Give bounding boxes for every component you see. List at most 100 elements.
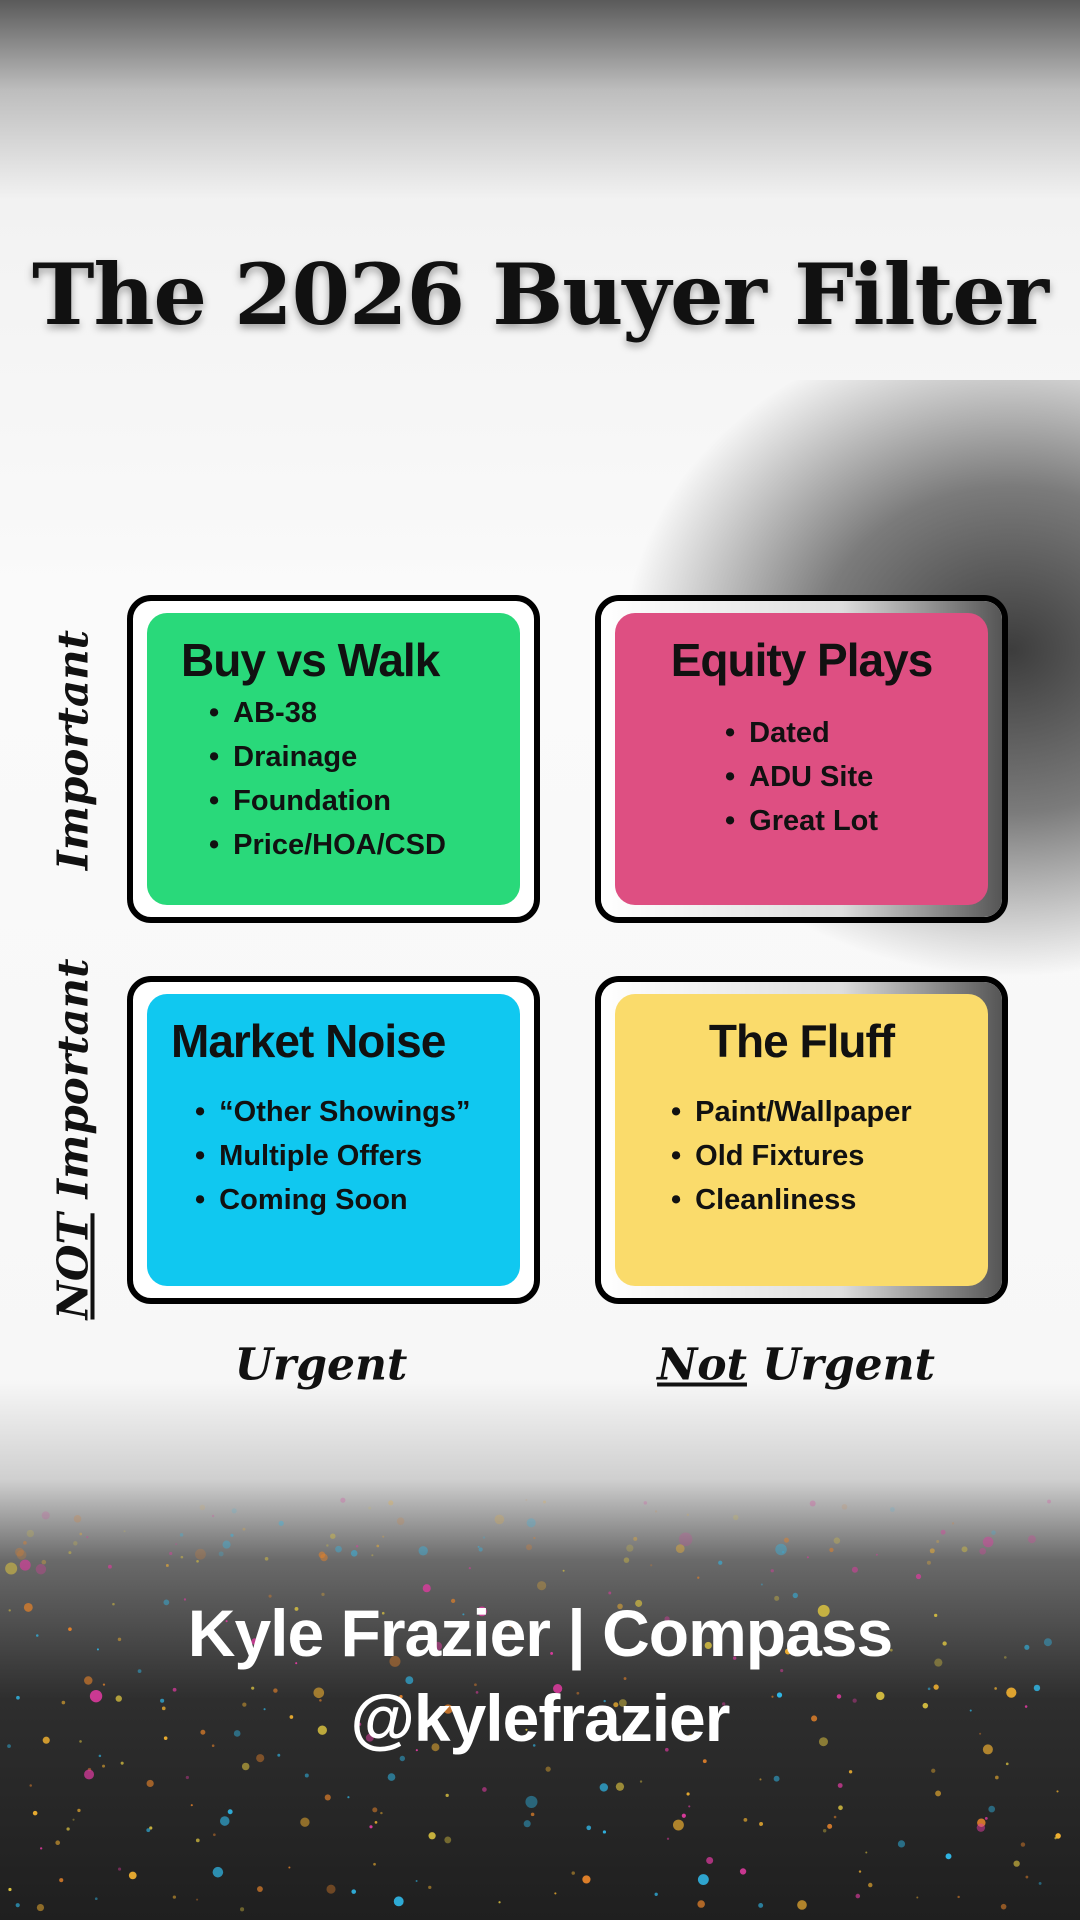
confetti-dot <box>55 1840 61 1846</box>
confetti-dot <box>5 1562 18 1575</box>
confetti-dot <box>161 1706 166 1711</box>
confetti-dot <box>933 1684 939 1690</box>
confetti-dot <box>66 1827 70 1831</box>
confetti-dot <box>295 1662 298 1665</box>
confetti-dot <box>523 1820 531 1828</box>
confetti-dot <box>1043 1638 1052 1647</box>
confetti-dot <box>445 1793 449 1798</box>
confetti-dot <box>23 1602 33 1612</box>
confetti-dot <box>838 1805 843 1811</box>
confetti-dot <box>86 1536 89 1539</box>
confetti-dot <box>196 1559 199 1563</box>
confetti-dot <box>8 1609 11 1612</box>
confetti-dot <box>7 1744 11 1749</box>
confetti-dot <box>758 1902 764 1908</box>
confetti-dot <box>23 1541 27 1545</box>
confetti-dot <box>626 1544 634 1552</box>
confetti-dot <box>381 1611 385 1615</box>
confetti-dot <box>428 1885 432 1890</box>
confetti-dot <box>468 1567 471 1570</box>
confetti-dot <box>146 1828 151 1833</box>
confetti-dot <box>623 1677 627 1680</box>
confetti-dot <box>732 1656 737 1660</box>
confetti-dot <box>123 1530 126 1533</box>
confetti-dot <box>199 1504 206 1511</box>
list-item: Drainage <box>209 735 520 779</box>
confetti-dot <box>477 1606 487 1617</box>
confetti-dot <box>146 1779 154 1788</box>
confetti-dot <box>15 1547 24 1557</box>
confetti-dot <box>374 1821 378 1824</box>
confetti-dot <box>169 1551 173 1556</box>
confetti-dot <box>183 1598 187 1601</box>
confetti-dot <box>889 1507 895 1512</box>
confetti-dot <box>475 1691 479 1694</box>
confetti-dot <box>428 1832 436 1840</box>
confetti-dot <box>326 1544 329 1547</box>
quadrant-heading: Equity Plays <box>670 634 934 686</box>
confetti-dot <box>868 1882 873 1888</box>
confetti-dot <box>697 1900 705 1908</box>
confetti-dot <box>190 1804 193 1807</box>
confetti-dot <box>73 1515 82 1523</box>
confetti-dot <box>526 1544 533 1551</box>
confetti-dot <box>922 1702 929 1709</box>
confetti-dot <box>163 1599 170 1606</box>
confetti-dot <box>781 1551 785 1554</box>
quadrant-heading: The Fluff <box>708 1015 895 1067</box>
confetti-dot <box>180 1555 184 1559</box>
not-emphasis: NOT <box>48 1213 98 1320</box>
confetti-dot <box>321 1592 325 1597</box>
confetti-dot <box>19 1559 31 1571</box>
confetti-dot <box>774 1595 780 1601</box>
list-item: Great Lot <box>725 799 988 843</box>
confetti-dot <box>289 1715 294 1719</box>
confetti-dot <box>994 1687 997 1690</box>
confetti-dot <box>586 1825 592 1831</box>
confetti-dot <box>16 1695 20 1700</box>
confetti-dot <box>16 1549 27 1560</box>
confetti-dot <box>760 1583 763 1586</box>
confetti-dot <box>380 1811 383 1815</box>
confetti-dot <box>851 1566 858 1573</box>
confetti-dot <box>200 1729 206 1735</box>
confetti-dot <box>351 1889 357 1894</box>
confetti-dot <box>833 1815 837 1819</box>
confetti-dot <box>936 1540 940 1543</box>
confetti-dot <box>665 1747 669 1752</box>
confetti-dot <box>817 1604 830 1617</box>
confetti-dot <box>196 1898 199 1901</box>
confetti-dot <box>675 1544 685 1553</box>
confetti-dot <box>771 1695 774 1698</box>
confetti-dot <box>643 1501 648 1505</box>
confetti-dot <box>273 1688 278 1693</box>
confetti-dot <box>783 1537 790 1543</box>
confetti-dot <box>576 1691 580 1695</box>
confetti-dot <box>666 1837 670 1840</box>
confetti-dot <box>112 1602 115 1606</box>
confetti-dot <box>335 1545 342 1553</box>
confetti-dot <box>376 1544 380 1548</box>
confetti-dot <box>256 1754 265 1763</box>
confetti-dot <box>357 1722 362 1727</box>
confetti-dot <box>242 1702 247 1707</box>
confetti-dot <box>836 1694 842 1699</box>
confetti-dot <box>368 1506 372 1510</box>
confetti-dot <box>84 1676 93 1685</box>
confetti-dot <box>68 1551 72 1555</box>
confetti-dot <box>509 1625 512 1628</box>
confetti-dot <box>172 1895 177 1899</box>
confetti-dot <box>160 1698 165 1703</box>
confetti-dot <box>373 1862 376 1866</box>
confetti-dot <box>68 1627 72 1631</box>
confetti-dot <box>613 1702 619 1708</box>
confetti-dot <box>172 1687 177 1692</box>
confetti-dot <box>211 1744 215 1748</box>
confetti-dot <box>59 1878 64 1883</box>
confetti-dot <box>848 1770 853 1774</box>
confetti-dot <box>1027 1535 1036 1544</box>
confetti-dot <box>809 1500 816 1507</box>
confetti-dot <box>115 1695 122 1702</box>
confetti-dot <box>1020 1842 1026 1847</box>
quadrant-card: The Fluff Paint/WallpaperOld FixturesCle… <box>615 994 988 1286</box>
